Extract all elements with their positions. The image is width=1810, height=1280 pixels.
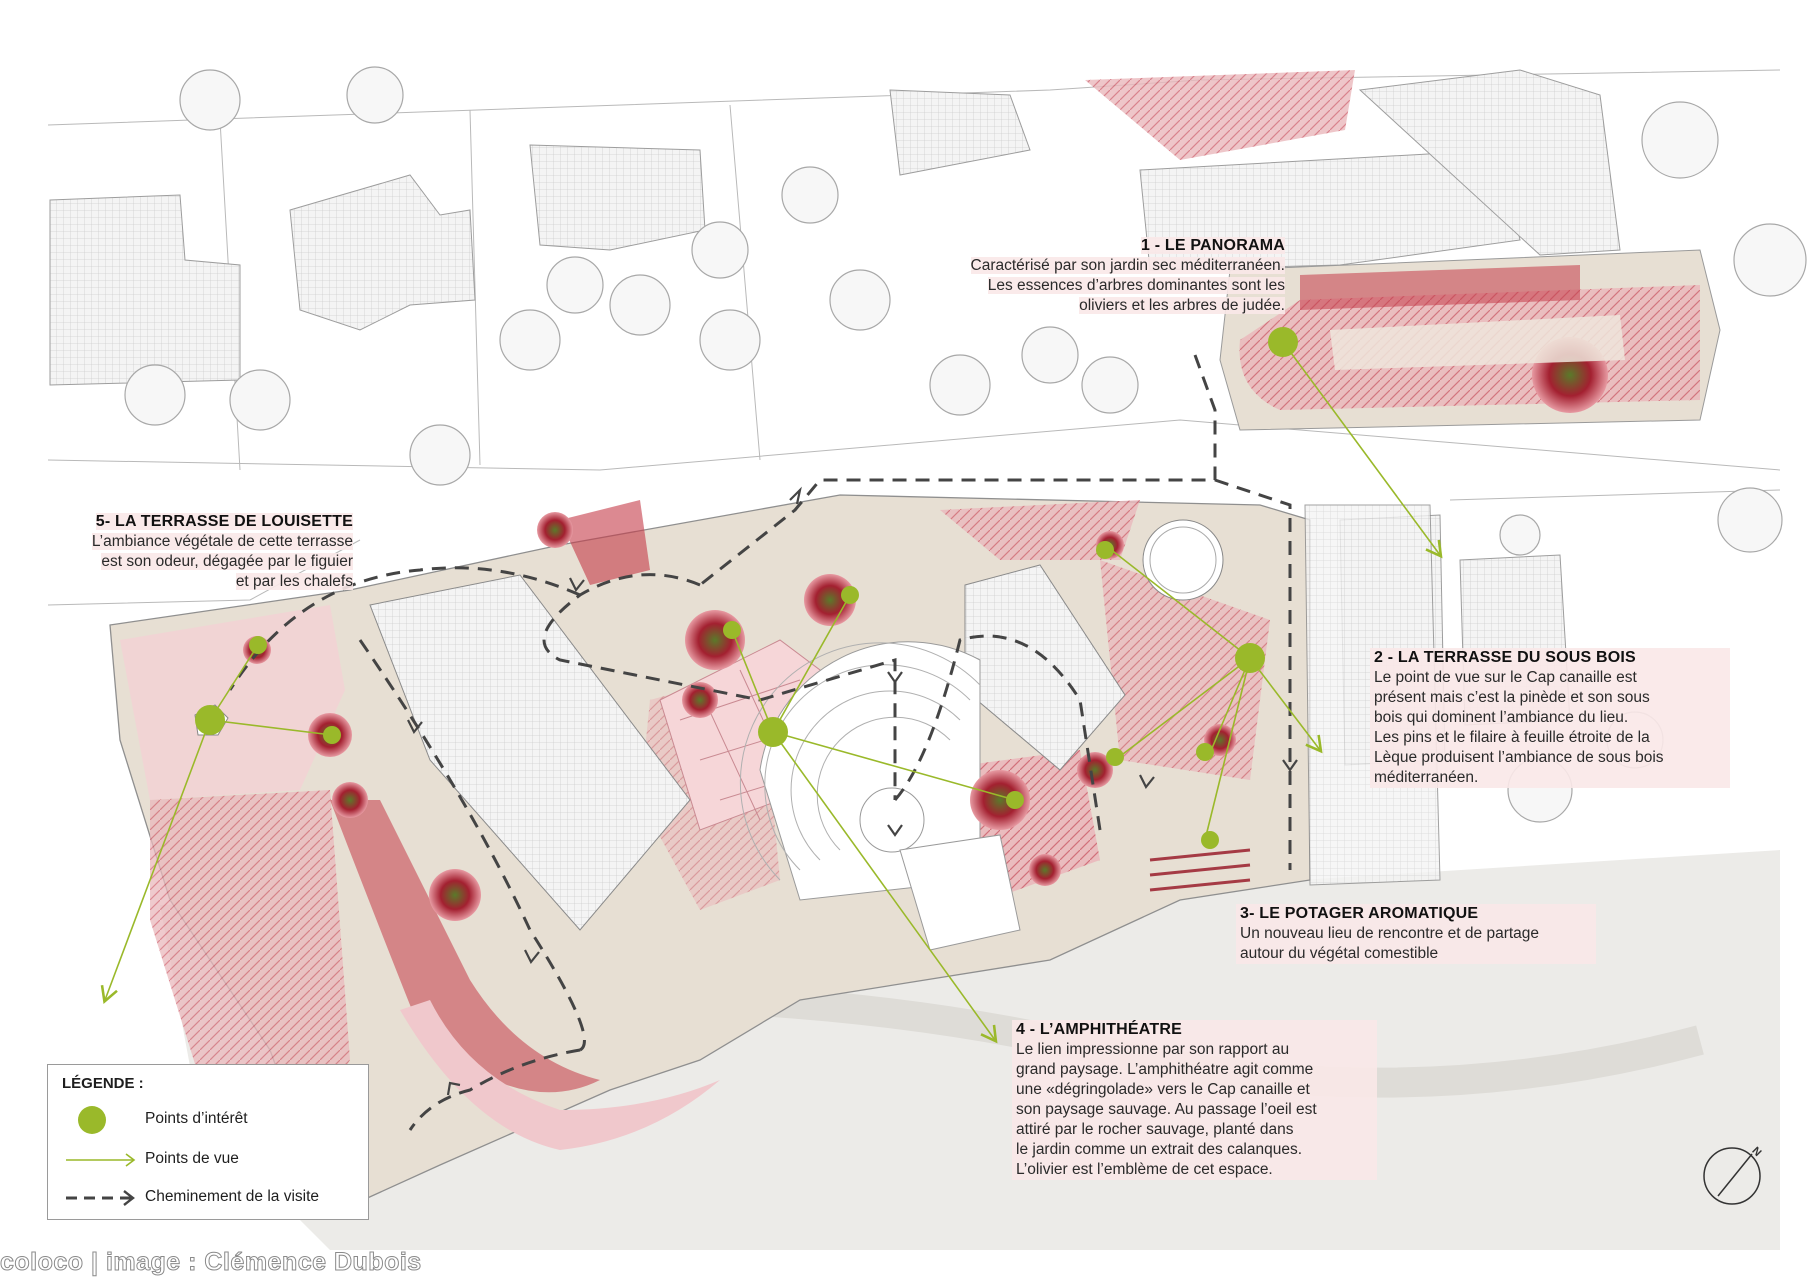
zone-louisette-line: L’ambiance végétale de cette terrasse (91, 533, 353, 550)
neighbour-red-garden (1085, 70, 1355, 160)
zone-sous-bois-line: bois qui dominent l’ambiance du lieu. (1374, 709, 1629, 726)
zone-amphitheatre-line: grand paysage. L’amphithéatre agit comme (1016, 1061, 1314, 1078)
zone-panorama: 1 - LE PANORAMA Caractérisé par son jard… (900, 236, 1285, 316)
zone-panorama-line: oliviers et les arbres de judée. (1079, 297, 1285, 314)
zone-amphitheatre-line: le jardin comme un extrait des calanques… (1016, 1141, 1303, 1158)
zone-sous-bois-line: Les pins et le filaire à feuille étroite… (1374, 729, 1650, 746)
zone-amphitheatre-line: une «dégringolade» vers le Cap canaille … (1016, 1081, 1310, 1098)
zone-sous-bois-line: Lèque produisent l’ambiance de sous bois (1374, 749, 1664, 766)
shrubs (243, 512, 1236, 921)
zone-panorama-title: 1 - LE PANORAMA (1140, 237, 1285, 254)
legend-row-points-vue: Points de vue (48, 1145, 368, 1175)
zone-sous-bois-line: méditerranéen. (1374, 769, 1479, 786)
legend-label-cheminement: Cheminement de la visite (145, 1188, 320, 1205)
zone-panorama-line: Les essences d’arbres dominantes sont le… (987, 277, 1285, 294)
legend: LÉGENDE : Points d’intérêt Points de vue… (47, 1064, 369, 1220)
north-arrow-icon: N (1703, 1145, 1763, 1205)
potager-beds (1149, 848, 1251, 892)
zone-potager-line: autour du végétal comestible (1240, 945, 1439, 962)
legend-title: LÉGENDE : (62, 1075, 144, 1092)
zone-potager-title: 3- LE POTAGER AROMATIQUE (1240, 905, 1479, 922)
zone-amphitheatre-line: attiré par le rocher sauvage, planté dan… (1016, 1121, 1294, 1138)
zone-amphitheatre-line: son paysage sauvage. Au passage l’oeil e… (1016, 1101, 1317, 1118)
visit-path (228, 354, 1292, 1131)
legend-label-points-interet: Points d’intérêt (145, 1110, 248, 1127)
dashed-path-arrow-icon (66, 1190, 135, 1206)
zone-louisette-line: est son odeur, dégagée par le figuier (101, 553, 353, 570)
zone-sous-bois-line: Le point de vue sur le Cap canaille est (1374, 669, 1637, 686)
zone-amphitheatre-line: Le lien impressionne par son rapport au (1016, 1041, 1290, 1058)
north-label: N (1749, 1145, 1763, 1159)
panorama-garden (1219, 249, 1721, 431)
zone-potager-line: Un nouveau lieu de rencontre et de parta… (1240, 925, 1540, 942)
zone-potager: 3- LE POTAGER AROMATIQUE Un nouveau lieu… (1236, 904, 1596, 964)
image-credit: coloco | image : Clémence Dubois (0, 1248, 422, 1277)
zone-panorama-line: Caractérisé par son jardin sec méditerra… (970, 257, 1285, 274)
main-site (109, 494, 1441, 1216)
zone-sous-bois: 2 - LA TERRASSE DU SOUS BOIS Le point de… (1370, 648, 1730, 788)
zone-louisette-line: et par les chalefs (235, 573, 353, 590)
zone-louisette: 5- LA TERRASSE DE LOUISETTE L’ambiance v… (48, 512, 353, 592)
zone-sous-bois-title: 2 - LA TERRASSE DU SOUS BOIS (1374, 649, 1636, 666)
points-of-interest (195, 327, 1298, 849)
zone-louisette-title: 5- LA TERRASSE DE LOUISETTE (95, 513, 353, 530)
zone-amphitheatre-title: 4 - L’AMPHITHÉATRE (1016, 1021, 1182, 1038)
legend-row-cheminement: Cheminement de la visite (48, 1183, 368, 1213)
zone-amphitheatre-line: L’olivier est l’emblème de cet espace. (1016, 1161, 1273, 1178)
viewpoint-arrow-icon (66, 1153, 136, 1167)
visit-path-arrows (407, 486, 1298, 1096)
zone-sous-bois-line: présent mais c’est la pinède et son sous (1374, 689, 1650, 706)
legend-row-points-interet: Points d’intérêt (48, 1105, 368, 1135)
legend-label-points-vue: Points de vue (145, 1150, 239, 1167)
point-of-interest-icon (78, 1106, 106, 1134)
zone-amphitheatre: 4 - L’AMPHITHÉATRE Le lien impressionne … (1012, 1020, 1377, 1180)
